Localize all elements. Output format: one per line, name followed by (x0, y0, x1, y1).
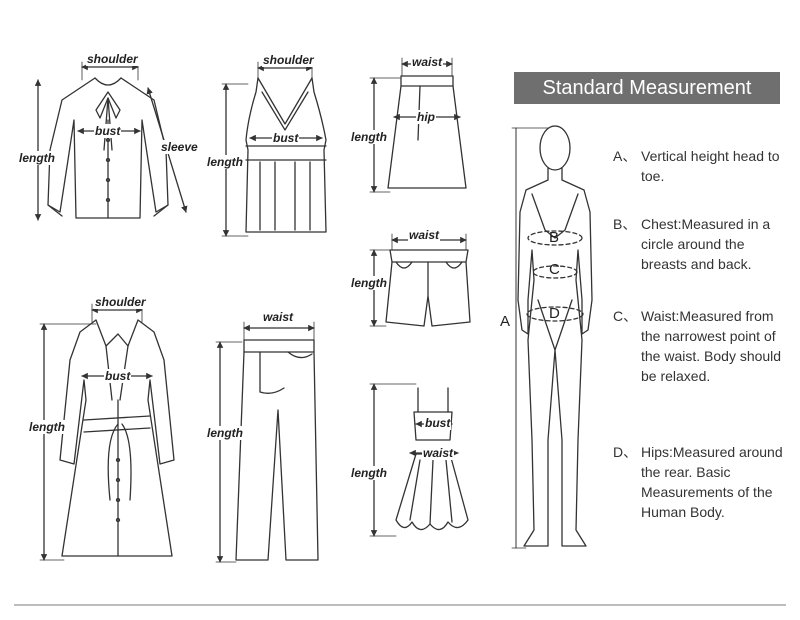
skirt-waist-label: waist (411, 55, 444, 69)
shorts-length-label: length (350, 276, 388, 290)
measurement-item-b-text: Chest:Measured in a circle around the br… (641, 216, 771, 272)
measurement-item-a-text: Vertical height head to toe. (641, 148, 780, 184)
pants-drawing (235, 339, 319, 561)
shorts-waist-label: waist (408, 228, 441, 242)
pants-waist-label: waist (262, 310, 295, 324)
measurement-item-c-text: Waist:Measured from the narrowest point … (641, 308, 782, 384)
measurement-item-d: D、 Hips:Measured around the rear. Basic … (613, 442, 793, 522)
measurement-item-b: B、 Chest:Measured in a circle around the… (613, 214, 793, 274)
blouse-sleeve-label: sleeve (160, 140, 199, 154)
blouse-shoulder-label: shoulder (86, 52, 139, 66)
blouse-bust-label: bust (94, 124, 122, 138)
coat-bust-label: bust (104, 369, 132, 383)
tank-length-label: length (206, 155, 244, 169)
dress-bust-label: bust (424, 416, 452, 430)
body-letter-c: C (549, 261, 560, 278)
dress-length-label: length (350, 466, 388, 480)
body-letter-b: B (549, 229, 560, 246)
tank-drawing (245, 77, 327, 233)
measurement-item-c: C、 Waist:Measured from the narrowest poi… (613, 306, 793, 386)
blouse-length-label: length (18, 151, 56, 165)
blouse-drawing (47, 77, 169, 219)
dress-waist-label: waist (422, 446, 455, 460)
tank-bust-label: bust (272, 131, 300, 145)
standard-measurement-title: Standard Measurement (514, 72, 780, 104)
body-letter-a: A (500, 313, 511, 330)
body-figure-drawing (517, 125, 593, 547)
skirt-drawing (387, 75, 467, 189)
skirt-hip-label: hip (416, 110, 436, 124)
shorts-drawing (385, 249, 471, 327)
measurement-item-d-text: Hips:Measured around the rear. Basic Mea… (641, 444, 783, 520)
tank-shoulder-label: shoulder (262, 53, 315, 67)
skirt-length-label: length (350, 130, 388, 144)
coat-length-label: length (28, 420, 66, 434)
measurement-item-b-marker: B、 (613, 216, 637, 232)
measurement-item-a-marker: A、 (613, 148, 637, 164)
pants-length-label: length (206, 426, 244, 440)
bottom-divider (14, 604, 786, 606)
coat-drawing (59, 319, 175, 557)
measurement-item-c-marker: C、 (613, 308, 638, 324)
measurement-item-a: A、 Vertical height head to toe. (613, 146, 793, 186)
body-letter-d: D (549, 305, 560, 322)
measurement-item-d-marker: D、 (613, 444, 638, 460)
coat-shoulder-label: shoulder (94, 295, 147, 309)
